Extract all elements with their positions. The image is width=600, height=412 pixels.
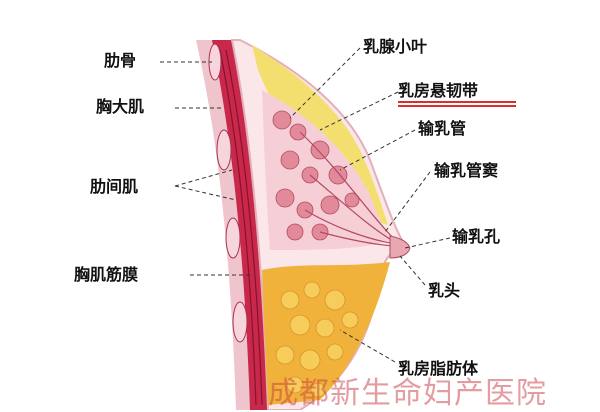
leader-lines	[160, 47, 451, 363]
hospital-watermark: 成都新生命妇产医院	[268, 376, 547, 411]
ligament-underline-2	[398, 105, 516, 107]
label-lactiferous-duct: 输乳管	[418, 119, 467, 138]
pectoralis-stripes	[219, 49, 263, 406]
ligament-underline	[398, 101, 516, 103]
label-intercostal-muscle: 肋间肌	[90, 177, 139, 196]
label-breast-fat: 乳房脂肪体	[398, 359, 479, 378]
rib-ovals	[208, 43, 248, 343]
label-lactiferous-sinus: 输乳管窦	[434, 161, 499, 180]
nipple-shape	[389, 235, 411, 259]
label-pectoralis-major: 胸大肌	[96, 97, 145, 116]
label-nipple: 乳头	[428, 281, 461, 300]
pectoralis-muscle-shape	[212, 40, 268, 410]
label-rib: 肋骨	[104, 51, 137, 70]
label-mammary-lobule: 乳腺小叶	[363, 37, 428, 56]
label-pectoral-fascia: 胸肌筋膜	[74, 265, 139, 284]
label-suspensory-ligament: 乳房悬韧带	[398, 81, 479, 100]
fat-globules	[275, 281, 359, 398]
label-nipple-pore: 输乳孔	[452, 227, 501, 246]
